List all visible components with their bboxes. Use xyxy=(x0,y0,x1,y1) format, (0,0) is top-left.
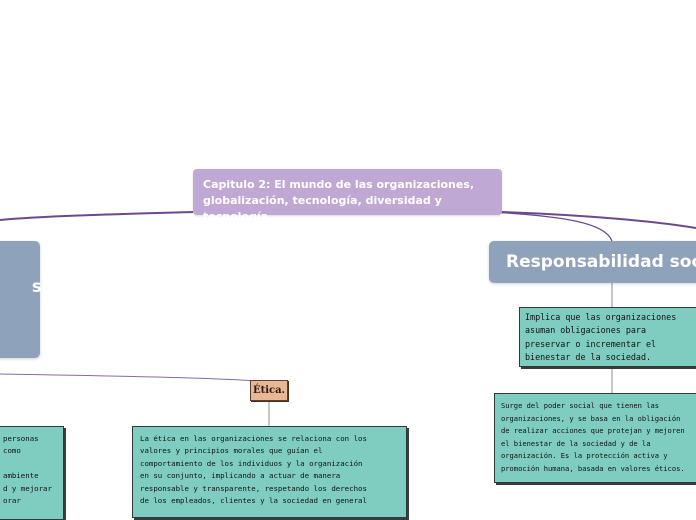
note-left-line: ambiente xyxy=(3,471,39,481)
note-left-line xyxy=(3,458,59,470)
connector-central-right xyxy=(501,211,696,229)
connector-central-responsabilidad xyxy=(489,211,613,242)
subtopic-etica-text: Ética. xyxy=(252,385,286,396)
note-etica[interactable]: La ética en las organizaciones se relaci… xyxy=(132,426,407,518)
connector-left-etica xyxy=(0,373,269,383)
connector-central-left xyxy=(0,211,194,221)
note-left-line: orar xyxy=(3,496,21,506)
note-left-partial[interactable]: personas como ambiente d y mejorar orar xyxy=(0,426,64,520)
note-responsabilidad-definicion-text: Implica que las organizaciones asuman ob… xyxy=(525,312,677,363)
main-topic-left-text: s xyxy=(31,277,42,297)
note-left-line: personas xyxy=(3,434,39,443)
main-topic-responsabilidad-social[interactable]: Responsabilidad social xyxy=(489,241,696,283)
subtopic-etica[interactable]: Ética. xyxy=(250,380,288,401)
note-left-line: d y mejorar xyxy=(3,483,52,493)
central-topic[interactable]: Capitulo 2: El mundo de las organizacion… xyxy=(193,169,502,223)
note-left-line: como xyxy=(3,446,21,456)
note-etica-text: La ética en las organizaciones se relaci… xyxy=(140,434,367,506)
main-topic-right-text: Responsabilidad social xyxy=(506,252,696,272)
main-topic-left[interactable]: s xyxy=(0,241,42,358)
central-topic-text: Capitulo 2: El mundo de las organizacion… xyxy=(203,178,475,223)
note-responsabilidad-origen[interactable]: Surge del poder social que tienen las or… xyxy=(494,393,696,483)
note-responsabilidad-definicion[interactable]: Implica que las organizaciones asuman ob… xyxy=(519,307,696,367)
note-responsabilidad-origen-text: Surge del poder social que tienen las or… xyxy=(501,401,685,473)
